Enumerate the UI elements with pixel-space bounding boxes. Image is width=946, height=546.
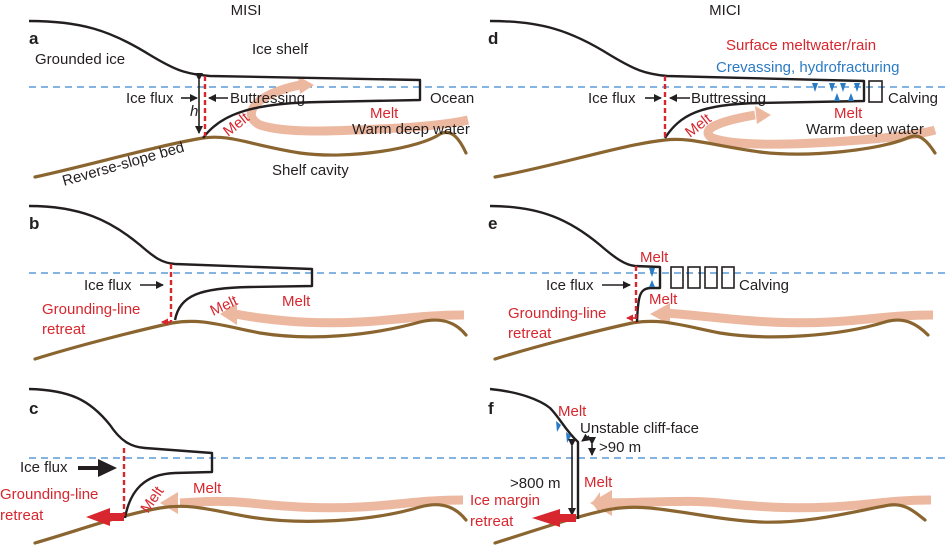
gl-retreat-label-line2: retreat bbox=[0, 507, 44, 524]
ice-flux-label: Ice flux bbox=[84, 277, 132, 294]
column-title-misi: MISI bbox=[231, 2, 262, 19]
gl-retreat-label-line1: Grounding-line bbox=[508, 305, 606, 322]
reverse-slope-bed-label: Reverse-slope bed bbox=[60, 139, 186, 190]
panel-f: f Melt Unstable cliff-face >90 m >800 m … bbox=[470, 387, 946, 545]
panel-a: a h Ice flux Buttressing Grounded ice Ic… bbox=[28, 19, 474, 190]
warm-water-arrowhead bbox=[298, 76, 314, 94]
melt-label-top: Melt bbox=[640, 249, 669, 266]
thickness-label: h bbox=[190, 103, 198, 120]
melt-label-shelf: Melt bbox=[370, 105, 399, 122]
grounded-ice-label: Grounded ice bbox=[35, 51, 125, 68]
ice-shelf-label: Ice shelf bbox=[252, 41, 309, 58]
ice-sheet-outline bbox=[28, 19, 422, 139]
ice-sheet-outline bbox=[489, 204, 662, 323]
bedrock-line bbox=[33, 503, 468, 545]
crevassing-label: Crevassing, hydrofracturing bbox=[716, 59, 899, 76]
panel-letter: a bbox=[29, 29, 39, 48]
panel-c: c Ice flux Melt Melt Grounding-line retr… bbox=[0, 387, 470, 545]
ice-margin-retreat-arrow bbox=[532, 509, 576, 527]
gl-retreat-label-line2: retreat bbox=[42, 321, 86, 338]
crevasse-icon bbox=[649, 280, 655, 287]
ocean-label: Ocean bbox=[430, 90, 474, 107]
melt-label-shelf: Melt bbox=[193, 480, 222, 497]
ice-flux-arrow bbox=[78, 459, 117, 477]
warm-water-arrowhead bbox=[755, 106, 771, 124]
calving-label: Calving bbox=[888, 90, 938, 107]
warm-deep-water-label: Warm deep water bbox=[806, 121, 924, 138]
cliff-height-label: >90 m bbox=[599, 439, 641, 456]
warm-water-arrowhead bbox=[220, 303, 237, 325]
unstable-cliff-label: Unstable cliff-face bbox=[580, 420, 699, 437]
panel-b: b Ice flux Melt Melt Grounding-line retr… bbox=[28, 204, 470, 361]
ice-flux-label: Ice flux bbox=[546, 277, 594, 294]
ice-margin-retreat-label-line1: Ice margin bbox=[470, 492, 540, 509]
warm-water-arrow bbox=[703, 110, 937, 149]
crevasse-icon bbox=[840, 83, 846, 92]
panel-letter: b bbox=[29, 214, 39, 233]
ice-sheet-outline bbox=[489, 19, 866, 139]
warm-water-arrow bbox=[246, 80, 470, 136]
panel-letter: f bbox=[488, 399, 494, 418]
shelf-cavity-label: Shelf cavity bbox=[272, 162, 349, 179]
calving-iceberg bbox=[704, 266, 718, 289]
crevasse-icon bbox=[556, 421, 561, 432]
warm-water-arrow bbox=[229, 308, 465, 328]
bedrock-line bbox=[33, 130, 468, 179]
column-title-mici: MICI bbox=[709, 2, 741, 19]
crevasse-icon bbox=[649, 268, 655, 277]
melt-label-bottom: Melt bbox=[649, 291, 678, 308]
warm-water-arrowhead bbox=[650, 303, 670, 325]
ice-sheet-outline bbox=[489, 387, 580, 519]
panel-letter: d bbox=[488, 29, 498, 48]
buttressing-label: Buttressing bbox=[230, 90, 305, 107]
melt-label-top: Melt bbox=[558, 403, 587, 420]
ice-flux-label: Ice flux bbox=[588, 90, 636, 107]
panel-letter: c bbox=[29, 399, 38, 418]
ice-margin-retreat-label-line2: retreat bbox=[470, 513, 514, 530]
crevasse-icon bbox=[848, 93, 854, 101]
calving-label: Calving bbox=[739, 277, 789, 294]
gl-retreat-label-line2: retreat bbox=[508, 325, 552, 342]
cliff-pointer-arrow bbox=[581, 433, 591, 442]
warm-water-arrow bbox=[179, 495, 464, 513]
crevasse-icon bbox=[834, 93, 840, 101]
warm-deep-water-label: Warm deep water bbox=[352, 121, 470, 138]
calving-iceberg bbox=[868, 80, 883, 103]
warm-water-arrow bbox=[599, 495, 932, 513]
bedrock-line bbox=[493, 134, 937, 179]
calving-iceberg bbox=[721, 266, 735, 289]
surface-meltwater-label: Surface meltwater/rain bbox=[726, 37, 876, 54]
ice-flux-label: Ice flux bbox=[20, 459, 68, 476]
ice-sheet-outline bbox=[28, 204, 314, 321]
ice-flux-label: Ice flux bbox=[126, 90, 174, 107]
panel-d: d Ice flux Buttressing Calving Surface m… bbox=[470, 19, 946, 179]
gl-retreat-label-line1: Grounding-line bbox=[0, 486, 98, 503]
crevasse-icon bbox=[566, 432, 571, 443]
ice-thickness-label: >800 m bbox=[510, 475, 560, 492]
calving-iceberg bbox=[670, 266, 684, 289]
warm-water-arrow bbox=[664, 308, 934, 328]
crevasse-icon bbox=[854, 83, 860, 92]
melt-label-face: Melt bbox=[584, 474, 613, 491]
crevasse-icon bbox=[812, 83, 818, 92]
bedrock-line bbox=[493, 318, 930, 361]
gl-retreat-label-line1: Grounding-line bbox=[42, 301, 140, 318]
calving-iceberg bbox=[687, 266, 701, 289]
bedrock-line bbox=[33, 318, 468, 361]
panel-letter: e bbox=[488, 214, 497, 233]
melt-label-shelf: Melt bbox=[834, 105, 863, 122]
buttressing-label: Buttressing bbox=[691, 90, 766, 107]
gl-retreat-arrow bbox=[86, 508, 124, 526]
melt-label-shelf: Melt bbox=[282, 293, 311, 310]
panel-e: e Ice flux Melt Melt Calving Grounding-l… bbox=[470, 204, 946, 361]
warm-water-arrowhead bbox=[160, 492, 178, 514]
ice-sheet-outline bbox=[28, 387, 214, 519]
crevasse-icon bbox=[829, 83, 835, 92]
